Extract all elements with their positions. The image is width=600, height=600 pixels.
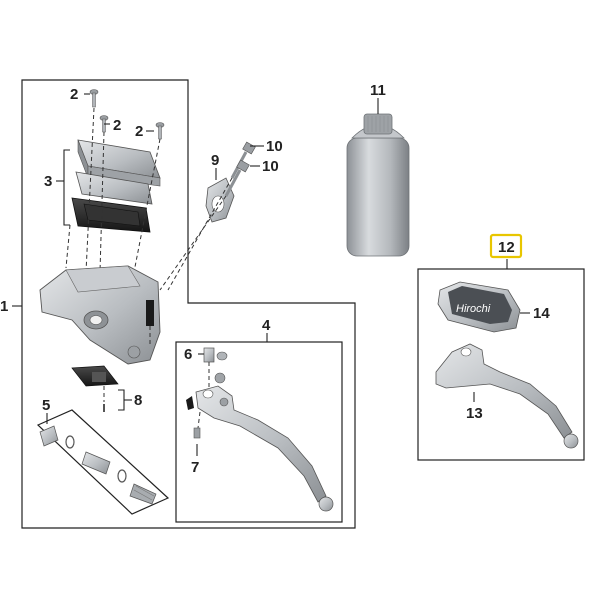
callout-10b: 10: [262, 158, 279, 175]
callout-12: 12: [498, 239, 515, 256]
bolt-part-2c: [155, 122, 165, 140]
brake-switch-part-8: [71, 365, 119, 412]
reservoir-plate: [75, 171, 153, 205]
bolt-part-2b: [99, 115, 109, 133]
watermark-text: Hirochi: [456, 303, 491, 315]
pivot-pin-part-6: [203, 347, 228, 388]
assembly-frame-1: [21, 79, 356, 529]
bolt-part-10b: [224, 159, 250, 197]
callout-4: 4: [262, 317, 271, 334]
adjuster-part-7: [193, 411, 201, 439]
brake-lever-part-4: [186, 385, 334, 512]
reservoir-cap-part-14: Hirochi: [437, 281, 521, 333]
callout-9: 9: [211, 152, 219, 169]
callout-13: 13: [466, 405, 483, 422]
assembly-frame-4: [175, 341, 343, 523]
callout-5: 5: [42, 397, 50, 414]
bolt-part-10a: [230, 141, 256, 179]
master-cylinder-body: [39, 265, 161, 365]
callout-12-highlight: [489, 233, 523, 259]
callout-2a: 2: [70, 86, 78, 103]
assembly-frame-5: [36, 409, 170, 515]
callout-14: 14: [533, 305, 550, 322]
callout-8: 8: [134, 392, 142, 409]
reservoir-cover-stack: [65, 89, 165, 273]
lever-part-13: [435, 343, 579, 449]
callout-10a: 10: [266, 138, 283, 155]
callout-7: 7: [191, 459, 199, 476]
piston-kit-part-5: [39, 425, 157, 505]
brake-fluid-bottle-part-11: [346, 113, 410, 257]
callout-3: 3: [44, 173, 52, 190]
callout-1: 1: [0, 298, 8, 315]
bolt-part-2a: [89, 89, 99, 108]
callout-11: 11: [370, 82, 386, 99]
callout-6: 6: [184, 346, 192, 363]
callout-2b: 2: [113, 117, 121, 134]
callout-2c: 2: [135, 123, 143, 140]
assembly-frame-12: [417, 268, 585, 461]
